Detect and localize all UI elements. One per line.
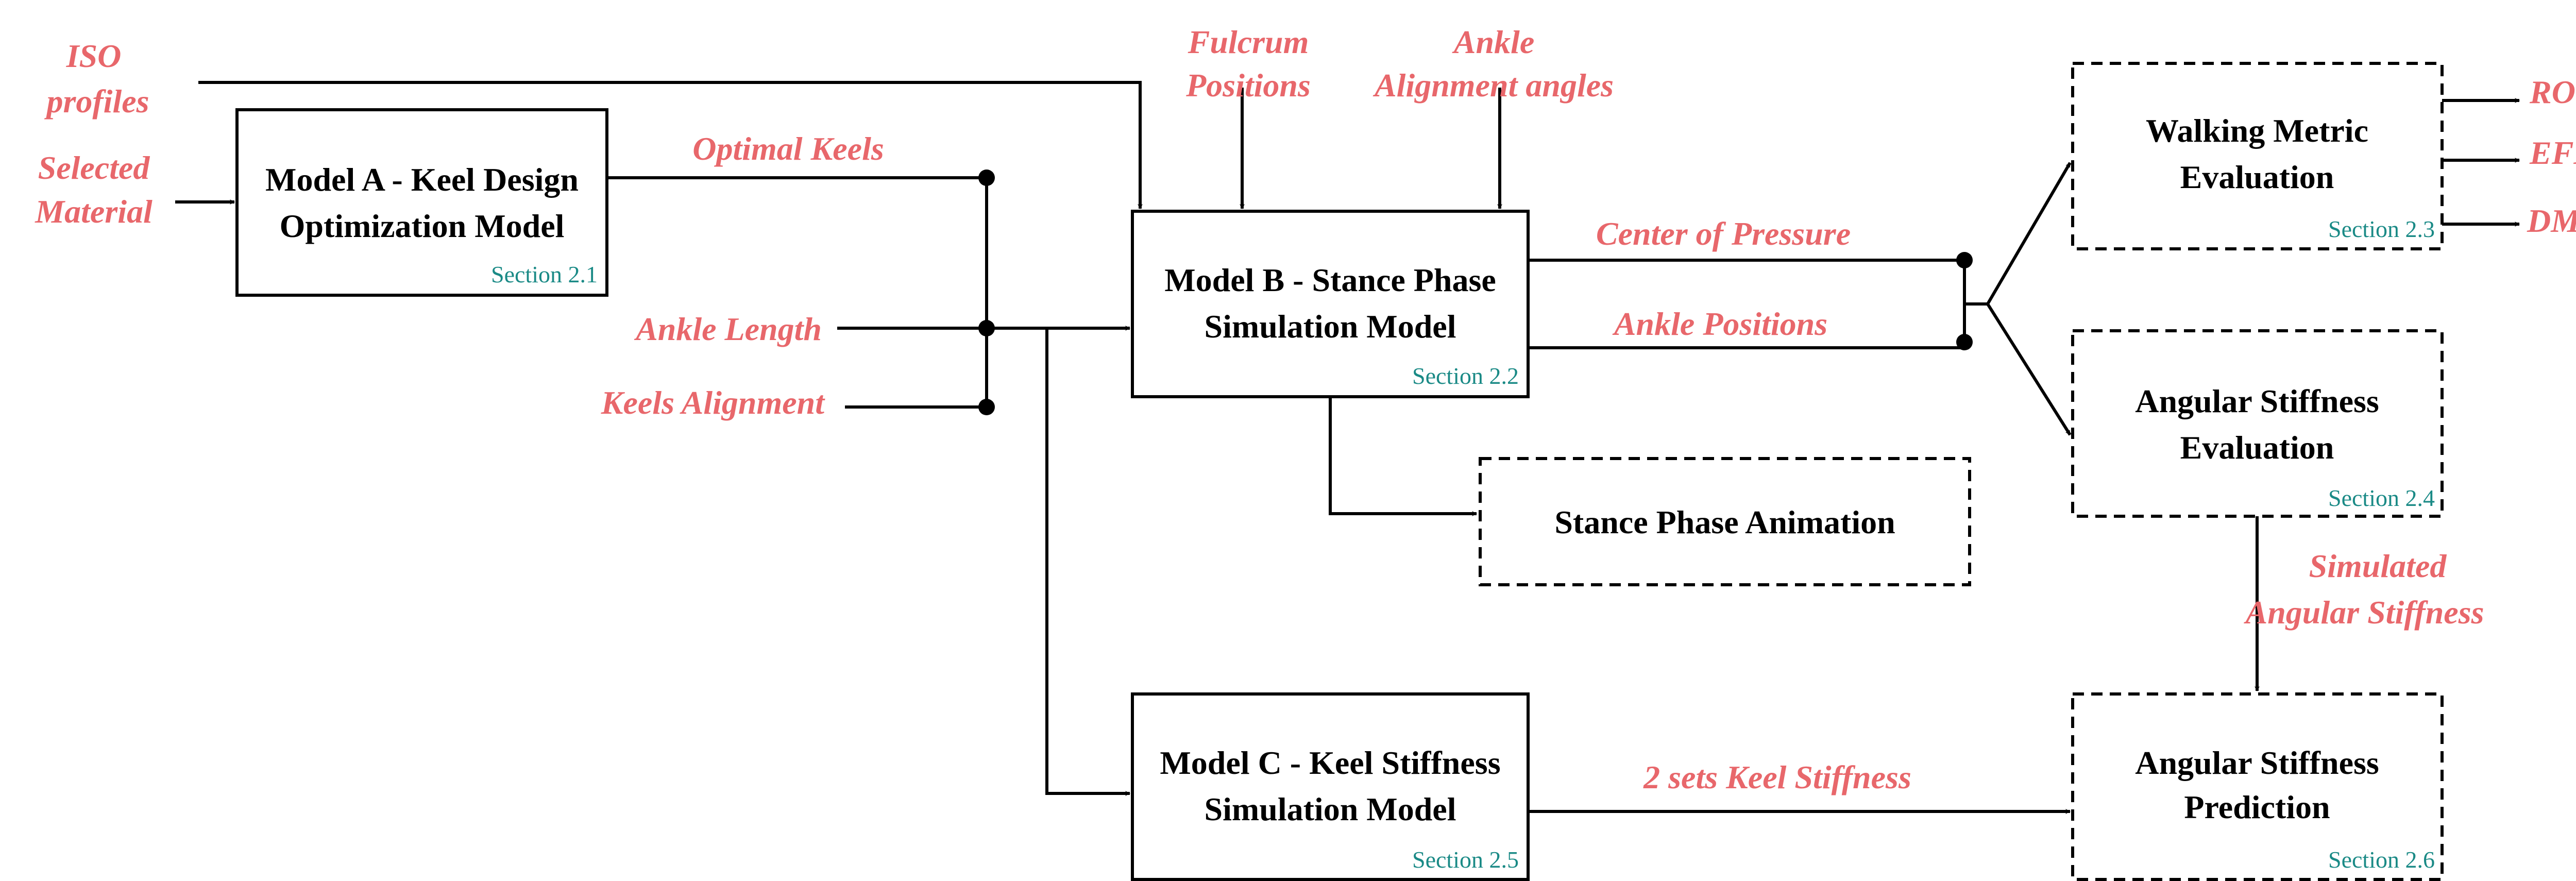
junction-dot xyxy=(1956,334,1973,350)
simulated-stiffness-label-line2: Angular Stiffness xyxy=(2244,594,2484,631)
walking-metric-section: Section 2.3 xyxy=(2328,216,2435,242)
model-b-to-animation-arrow xyxy=(1329,397,1477,516)
merge-to-model-c-arrow xyxy=(1045,328,1130,796)
model-b-title-line2: Simulation Model xyxy=(1205,308,1456,345)
fulcrum-label-line1: Fulcrum xyxy=(1188,24,1309,60)
model-c-box: Model C - Keel Stiffness Simulation Mode… xyxy=(1131,692,1530,881)
walking-metric-title-line1: Walking Metric xyxy=(2146,112,2368,149)
angular-eval-title-line2: Evaluation xyxy=(2180,429,2334,466)
angular-eval-box: Angular Stiffness Evaluation Section 2.4 xyxy=(2071,329,2444,518)
junction-dot xyxy=(978,170,995,186)
alignment-label-line2: Alignment angles xyxy=(1372,67,1614,104)
walking-metric-title-line2: Evaluation xyxy=(2180,159,2334,195)
to-walking-metric-arrow xyxy=(1986,162,2072,305)
keels-alignment-label: Keels Alignment xyxy=(601,384,825,421)
model-a-section: Section 2.1 xyxy=(491,261,598,287)
dmama-label: DMAMA xyxy=(2527,202,2576,239)
animation-title: Stance Phase Animation xyxy=(1554,504,1895,540)
alignment-label-line1: Ankle xyxy=(1452,24,1534,60)
eflr-label: EFLR xyxy=(2529,134,2576,171)
iso-to-model-b-arrow xyxy=(198,81,1143,209)
optimal-keels-label: Optimal Keels xyxy=(692,130,884,167)
angular-eval-section: Section 2.4 xyxy=(2328,485,2435,511)
fulcrum-label-line2: Positions xyxy=(1185,67,1311,104)
junction-dot xyxy=(978,320,995,336)
center-of-pressure-label: Center of Pressure xyxy=(1596,215,1851,252)
model-b-title-line1: Model B - Stance Phase xyxy=(1164,262,1496,298)
angular-eval-title-line1: Angular Stiffness xyxy=(2135,383,2379,419)
model-c-title-line2: Simulation Model xyxy=(1205,791,1456,827)
walking-metric-box: Walking Metric Evaluation Section 2.3 xyxy=(2071,62,2444,250)
angular-pred-box: Angular Stiffness Prediction Section 2.6 xyxy=(2071,692,2444,881)
junction-dot xyxy=(1956,252,1973,268)
animation-box: Stance Phase Animation xyxy=(1479,457,1971,586)
ros-label: ROS xyxy=(2529,74,2576,110)
model-a-title-line1: Model A - Keel Design xyxy=(265,161,579,198)
angular-pred-section: Section 2.6 xyxy=(2328,846,2435,873)
iso-label-line2: profiles xyxy=(44,83,149,120)
keel-stiffness-label: 2 sets Keel Stiffness xyxy=(1643,759,1911,795)
material-label-line2: Material xyxy=(35,193,152,230)
model-a-box: Model A - Keel Design Optimization Model… xyxy=(235,108,608,297)
model-a-title-line2: Optimization Model xyxy=(280,208,565,244)
material-label-line1: Selected xyxy=(38,149,150,186)
angular-pred-title-line2: Prediction xyxy=(2184,789,2330,825)
angular-pred-title-line1: Angular Stiffness xyxy=(2135,744,2379,781)
model-b-section: Section 2.2 xyxy=(1412,363,1519,389)
iso-label-line1: ISO xyxy=(66,38,122,74)
model-c-section: Section 2.5 xyxy=(1412,846,1519,873)
model-b-box: Model B - Stance Phase Simulation Model … xyxy=(1131,210,1530,398)
ankle-positions-label: Ankle Positions xyxy=(1612,306,1827,342)
junction-dot xyxy=(978,399,995,415)
model-c-title-line1: Model C - Keel Stiffness xyxy=(1160,744,1500,781)
simulated-stiffness-label-line1: Simulated xyxy=(2309,548,2447,584)
to-angular-eval-arrow xyxy=(1986,303,2072,436)
ankle-length-label: Ankle Length xyxy=(634,311,822,347)
